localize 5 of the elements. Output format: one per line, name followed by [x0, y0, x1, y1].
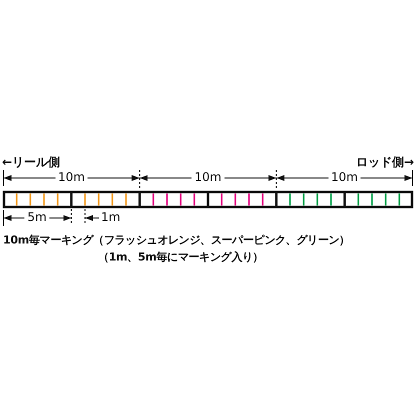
reel-side-label: ←リール側 [2, 156, 60, 170]
note-text: （1m、5m毎にマーキング入り） [98, 252, 264, 264]
rod-side-label: ロッド側→ [356, 156, 414, 170]
length-label: 1m [101, 211, 120, 225]
note-text: 10m毎マーキング（フラッシュオレンジ、スーパーピンク、グリーン） [3, 234, 350, 248]
